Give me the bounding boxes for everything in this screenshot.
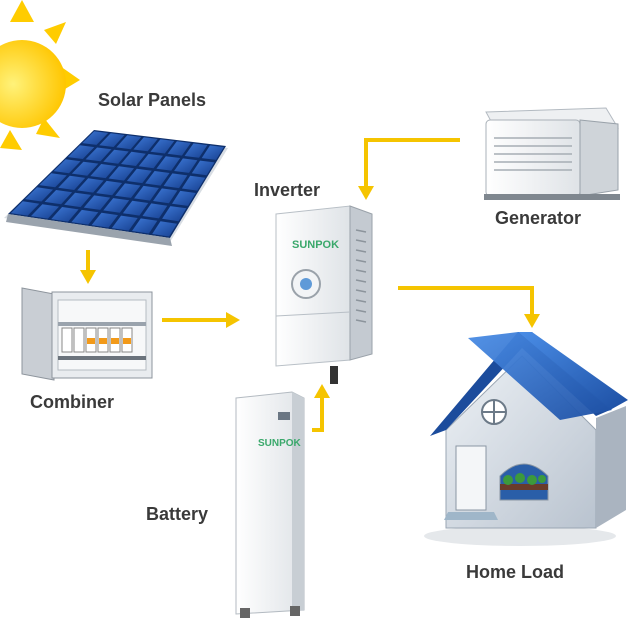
- solar-cell: [90, 164, 117, 179]
- solar-cell: [39, 173, 67, 188]
- arrow-battery-to-inverter: [312, 384, 330, 432]
- solar-cell: [142, 203, 168, 219]
- solar-cell: [132, 218, 158, 234]
- solar-cell: [71, 161, 99, 176]
- solar-cell: [67, 145, 95, 159]
- solar-cell: [126, 168, 152, 184]
- solar-cell: [85, 147, 112, 162]
- solar-cell: [10, 201, 40, 216]
- generator-label: Generator: [495, 208, 582, 228]
- solar-cell: [184, 143, 208, 158]
- solar-cell: [150, 139, 175, 154]
- battery-logo: SUNPOK: [258, 438, 302, 449]
- inverter-icon: SUNPOK: [275, 205, 373, 384]
- solar-cell: [191, 160, 215, 176]
- solar-cell: [121, 151, 146, 166]
- solar-cell: [83, 195, 111, 210]
- solar-cell: [133, 137, 158, 152]
- breaker-row: [61, 327, 133, 353]
- arrow-generator-to-inverter: [358, 138, 460, 200]
- solar-panel-icon: [4, 130, 228, 246]
- solar-cell: [31, 204, 59, 219]
- solar-cell: [111, 215, 138, 231]
- home-load-label: Home Load: [466, 562, 565, 582]
- solar-cell: [53, 159, 81, 174]
- solar-cell: [44, 190, 73, 205]
- solar-cell: [152, 221, 177, 237]
- house-icon: [424, 332, 628, 546]
- solar-cell: [71, 209, 99, 225]
- solar-cell: [103, 149, 129, 164]
- solar-cell: [103, 198, 130, 213]
- solar-cell: [91, 212, 118, 228]
- arrow-combiner-to-inverter: [162, 312, 240, 328]
- solar-cell: [153, 188, 178, 204]
- combiner-label: Combiner: [30, 392, 115, 412]
- solar-cell: [96, 180, 123, 196]
- inverter-logo: SUNPOK: [292, 239, 339, 251]
- solar-cell: [58, 175, 86, 190]
- solar-cell: [156, 156, 181, 171]
- solar-cell: [134, 185, 159, 201]
- solar-cell: [116, 135, 142, 150]
- solar-cell: [99, 133, 125, 147]
- arrow-solar-to-combiner: [80, 250, 96, 284]
- solar-cell: [163, 173, 188, 189]
- generator-icon: [484, 107, 620, 200]
- solar-cell: [64, 192, 92, 208]
- solar-cell: [25, 187, 53, 202]
- solar-cell: [138, 154, 163, 169]
- solar-cell: [122, 200, 149, 216]
- inverter-label: Inverter: [254, 180, 321, 200]
- solar-cell: [201, 145, 224, 160]
- solar-cell: [162, 206, 187, 222]
- solar-panel-cells: [10, 131, 224, 237]
- solar-cell: [172, 190, 196, 206]
- solar-cell: [174, 158, 198, 173]
- sun-icon: [0, 0, 80, 150]
- battery-label: Battery: [146, 504, 209, 524]
- battery-icon: SUNPOK: [235, 391, 305, 618]
- solar-cell: [145, 171, 170, 186]
- solar-cell: [181, 175, 206, 191]
- arrow-inverter-to-home: [398, 286, 540, 328]
- solar-cell: [77, 178, 104, 193]
- solar-cell: [82, 131, 109, 145]
- combiner-box-icon: [21, 287, 153, 381]
- solar-cell: [115, 183, 141, 198]
- solar-cell: [51, 207, 79, 222]
- solar-cell: [167, 141, 191, 156]
- solar-panels-label: Solar Panels: [98, 90, 207, 110]
- solar-cell: [108, 166, 134, 181]
